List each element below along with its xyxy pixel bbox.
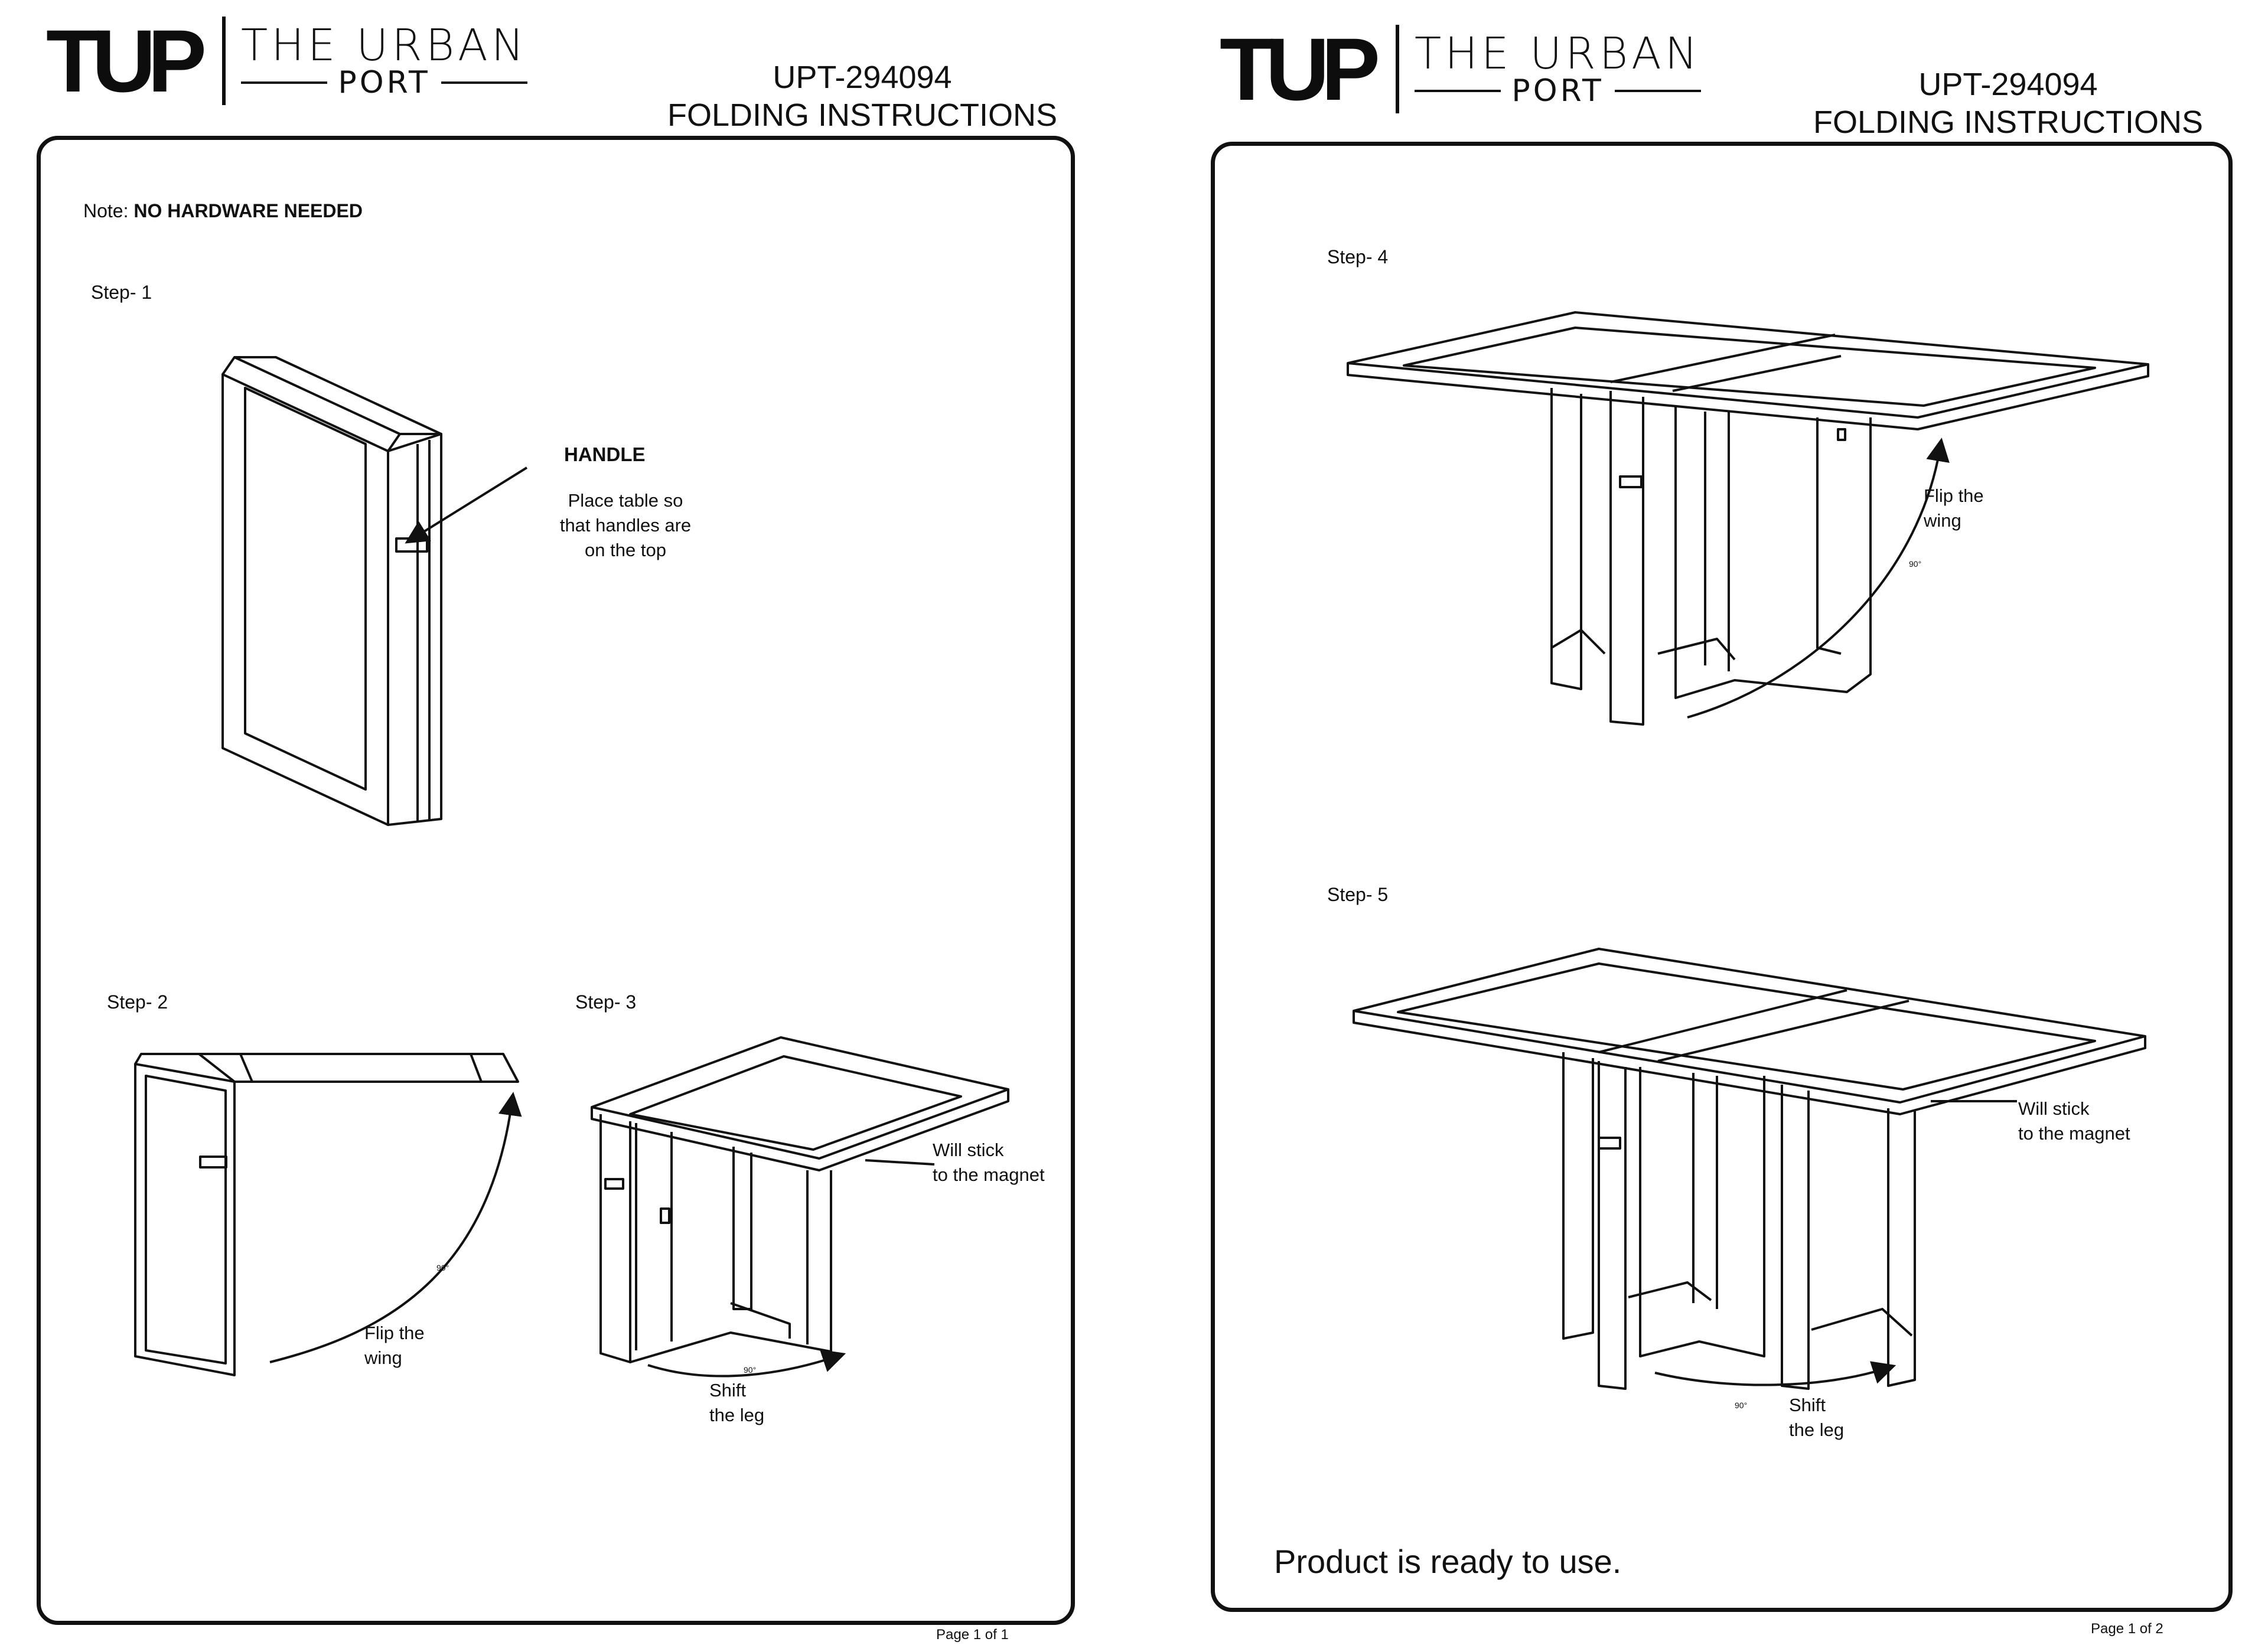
flip-wing-caption-step2: Flip the wing bbox=[364, 1323, 425, 1368]
shift-leg-caption-step3: Shift the leg bbox=[709, 1380, 765, 1425]
brand-wordmark: THE URBAN PORT bbox=[1415, 28, 1702, 109]
step-illustrations bbox=[134, 356, 1009, 1378]
step-2-label: Step- 2 bbox=[107, 991, 168, 1013]
step5-illustration bbox=[1353, 948, 2146, 1390]
magnet-pointer-step3 bbox=[865, 1159, 935, 1166]
instruction-frame: Step- 4 Flip the wing 90° Step- 5 Will s… bbox=[1211, 142, 2233, 1612]
step-illustrations bbox=[1347, 311, 2149, 1390]
ready-message: Product is ready to use. bbox=[1274, 1543, 1622, 1580]
document-title: FOLDING INSTRUCTIONS bbox=[667, 97, 1058, 133]
step3-illustration bbox=[591, 1036, 1009, 1378]
handle-title: HANDLE bbox=[564, 443, 646, 465]
note-text: Note: NO HARDWARE NEEDED bbox=[83, 200, 363, 221]
page-number: Page 1 of 2 bbox=[2091, 1621, 2163, 1637]
handle-instruction: Place table so that handles are on the t… bbox=[559, 490, 692, 560]
step-1-label: Step- 1 bbox=[91, 282, 152, 303]
angle-label-step4: 90° bbox=[1909, 559, 1922, 569]
logo-divider bbox=[1396, 25, 1399, 113]
step4-illustration bbox=[1347, 311, 2149, 726]
step-4-label: Step- 4 bbox=[1327, 246, 1389, 267]
brand-logo: TUP THE URBAN PORT bbox=[1220, 19, 1702, 119]
step2-illustration bbox=[134, 1053, 522, 1376]
document-title: FOLDING INSTRUCTIONS bbox=[1813, 105, 2204, 140]
handle-pointer-line bbox=[405, 466, 528, 544]
brand-line2: PORT bbox=[338, 65, 431, 100]
magnet-caption-step5: Will stick to the magnet bbox=[2018, 1098, 2130, 1144]
angle-label-step2: 90° bbox=[436, 1263, 449, 1272]
page-number: Page 1 of 1 bbox=[936, 1627, 1009, 1643]
instruction-page-2: TUP THE URBAN PORT UPT-294094 FOLDING IN… bbox=[1169, 0, 2268, 1645]
brand-line2: PORT bbox=[1511, 73, 1604, 109]
brand-logo: TUP THE URBAN PORT bbox=[46, 11, 528, 110]
instruction-page-1: TUP THE URBAN PORT UPT-294094 FOLDING IN… bbox=[0, 0, 1122, 1645]
product-code: UPT-294094 bbox=[1918, 67, 2098, 102]
magnet-caption-step3: Will stick to the magnet bbox=[933, 1140, 1045, 1185]
brand-mark: TUP bbox=[1220, 19, 1380, 119]
brand-mark: TUP bbox=[46, 11, 207, 110]
product-code: UPT-294094 bbox=[773, 60, 952, 95]
note-emphasis: NO HARDWARE NEEDED bbox=[133, 200, 363, 221]
step-3-label: Step- 3 bbox=[575, 991, 637, 1013]
angle-label-step5: 90° bbox=[1735, 1401, 1748, 1410]
instruction-frame: Note: NO HARDWARE NEEDED Step- 1 HANDLE … bbox=[37, 136, 1075, 1625]
brand-line1: THE URBAN bbox=[1415, 28, 1702, 79]
logo-divider bbox=[222, 17, 226, 105]
flip-wing-caption-step4: Flip the wing bbox=[1924, 485, 1984, 531]
step-5-label: Step- 5 bbox=[1327, 884, 1389, 905]
angle-label-step3: 90° bbox=[744, 1365, 757, 1375]
folded-table-illustration bbox=[221, 356, 442, 826]
shift-leg-caption-step5: Shift the leg bbox=[1789, 1395, 1845, 1440]
brand-wordmark: THE URBAN PORT bbox=[241, 20, 528, 100]
brand-line1: THE URBAN bbox=[241, 20, 528, 71]
